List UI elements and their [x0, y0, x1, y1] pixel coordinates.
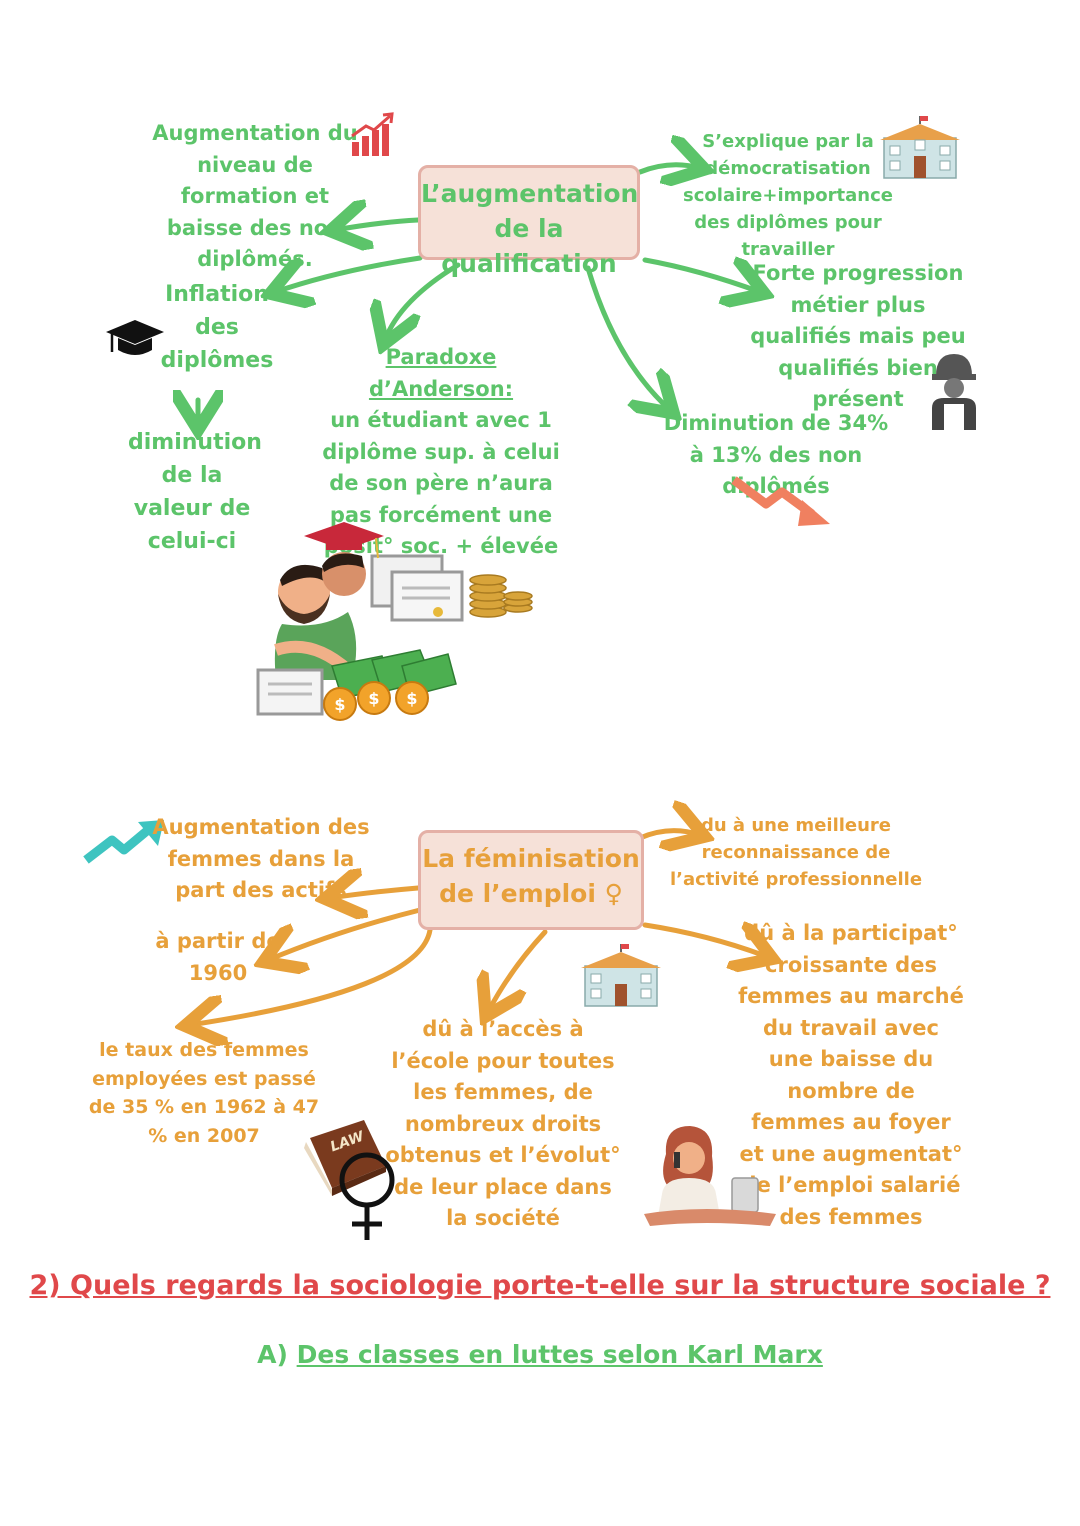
central-node-feminisation-title: La féminisation de l’emploi ♀ — [422, 844, 640, 908]
section-prefix: A) — [257, 1340, 288, 1369]
central-node-qualification-title: L’augmentation de la qualification — [421, 179, 639, 278]
node-diminution-valeur: diminution de la valeur de celui-ci — [128, 430, 262, 554]
arrow-to-1960 — [268, 907, 423, 960]
arrow-to-paradoxe — [385, 262, 461, 340]
school-building-icon — [880, 116, 960, 179]
node-1960: à partir de 1960 — [155, 929, 281, 985]
node-democratisation: S’explique par la démocratisation scolai… — [683, 131, 893, 260]
section-title: Des classes en luttes selon Karl Marx — [296, 1340, 823, 1369]
node-reconnaissance: du à une meilleure reconnaissance de l’a… — [669, 815, 923, 890]
woman-on-phone-icon — [644, 1126, 776, 1226]
arrow-to-reconnaissance — [637, 831, 700, 838]
svg-text:$: $ — [368, 689, 379, 708]
arrow-to-taux — [190, 927, 433, 1025]
graduation-cap-icon — [106, 320, 164, 355]
central-node-feminisation: La féminisation de l’emploi ♀ — [418, 830, 644, 930]
section-heading: A) Des classes en luttes selon Karl Marx — [0, 1340, 1080, 1369]
arrow-to-formation — [335, 220, 421, 230]
arrow-to-non-diplomes — [585, 265, 670, 410]
node-progression: Forte progression métier plus qualifiés … — [750, 261, 966, 411]
graduates-with-money-illustration: $ $ $ — [256, 522, 533, 721]
up-trend-arrow-icon — [83, 820, 164, 864]
female-symbol-icon — [339, 1152, 395, 1240]
down-trend-arrow-icon — [731, 476, 830, 526]
node-taux: le taux des femmes employées est passé d… — [88, 1039, 320, 1147]
node-ecole: dû à l’accès à l’école pour toutes les f… — [385, 1017, 621, 1230]
law-book-shape — [304, 1120, 386, 1196]
arrow-to-inflation — [275, 255, 423, 292]
worker-icon — [932, 354, 976, 430]
arrow-to-actifs — [330, 888, 421, 898]
node-actifs: Augmentation des femmes dans la part des… — [152, 815, 370, 902]
central-node-qualification: L’augmentation de la qualification — [418, 165, 640, 278]
paradoxe-text: un étudiant avec 1 diplôme sup. à celui … — [322, 408, 560, 558]
arrow-to-participation — [642, 925, 768, 957]
node-paradoxe: Paradoxe d’Anderson: un étudiant avec 1 … — [318, 342, 564, 563]
node-inflation: Inflation des diplômes — [160, 282, 274, 373]
school-building-icon — [581, 944, 661, 1007]
svg-text:$: $ — [334, 695, 345, 714]
arrow-to-democratisation — [637, 165, 700, 172]
law-book-icon: LAW — [300, 1118, 390, 1198]
arrow-to-ecole — [488, 929, 548, 1012]
node-formation: Augmentation du niveau de formation et b… — [152, 121, 358, 271]
growth-chart-icon — [351, 112, 394, 156]
paradoxe-title: Paradoxe d’Anderson: — [368, 345, 514, 401]
question-heading: 2) Quels regards la sociologie porte-t-e… — [29, 1270, 1051, 1301]
svg-text:$: $ — [406, 689, 417, 708]
arrow-to-progression — [642, 260, 760, 292]
node-participation: dû à la participat° croissante des femme… — [738, 921, 964, 1229]
